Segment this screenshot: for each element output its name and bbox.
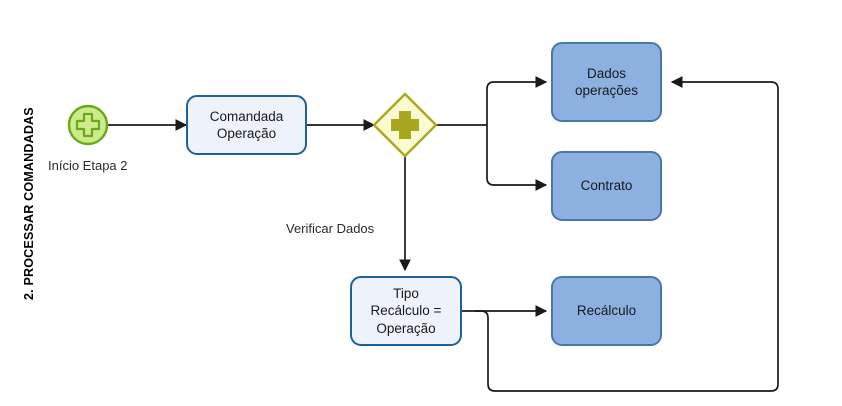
plus-gateway-icon (391, 111, 419, 139)
start-event-shape (67, 104, 109, 146)
edge-tipo-recalculo-trunk (462, 310, 489, 319)
edge-label-verificar-dados: Verificar Dados (286, 221, 375, 236)
start-event-label: Início Etapa 2 (48, 158, 128, 173)
plus-circle-icon (75, 112, 101, 138)
lane-title: 2. PROCESSAR COMANDADAS (22, 107, 36, 300)
edge-gateway-to-dados (486, 76, 548, 125)
edge-gateway-to-contrato (486, 125, 548, 191)
gateway-parallel-shape (372, 92, 438, 158)
edge-recalculo-loop-back (487, 76, 779, 392)
